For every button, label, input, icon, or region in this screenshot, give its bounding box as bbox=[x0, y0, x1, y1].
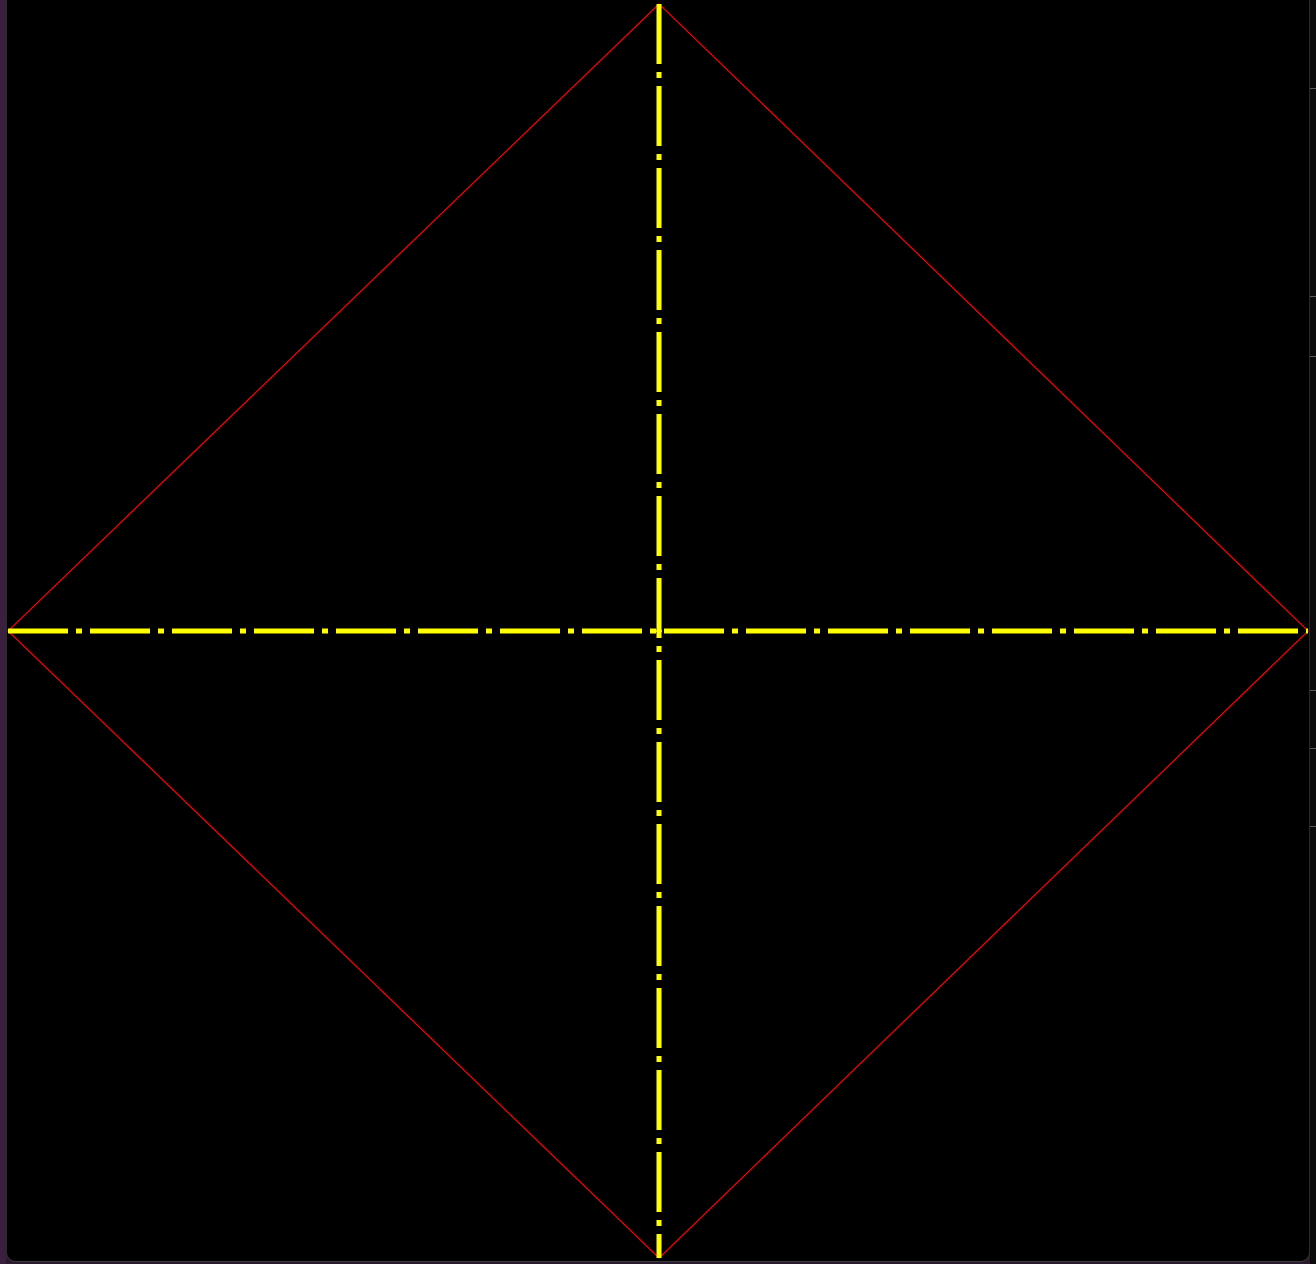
edge-tick bbox=[1310, 826, 1316, 827]
edge-tick bbox=[1310, 748, 1316, 749]
edge-tick bbox=[1310, 690, 1316, 691]
edge-tick bbox=[1310, 356, 1316, 357]
window-left-edge bbox=[0, 0, 6, 1264]
drawing-canvas[interactable] bbox=[6, 0, 1310, 1262]
diagram-svg bbox=[7, 3, 1309, 1259]
center-point bbox=[656, 628, 662, 634]
window-right-edge bbox=[1310, 0, 1316, 1264]
edge-tick bbox=[1310, 296, 1316, 297]
edge-tick bbox=[1310, 88, 1316, 89]
